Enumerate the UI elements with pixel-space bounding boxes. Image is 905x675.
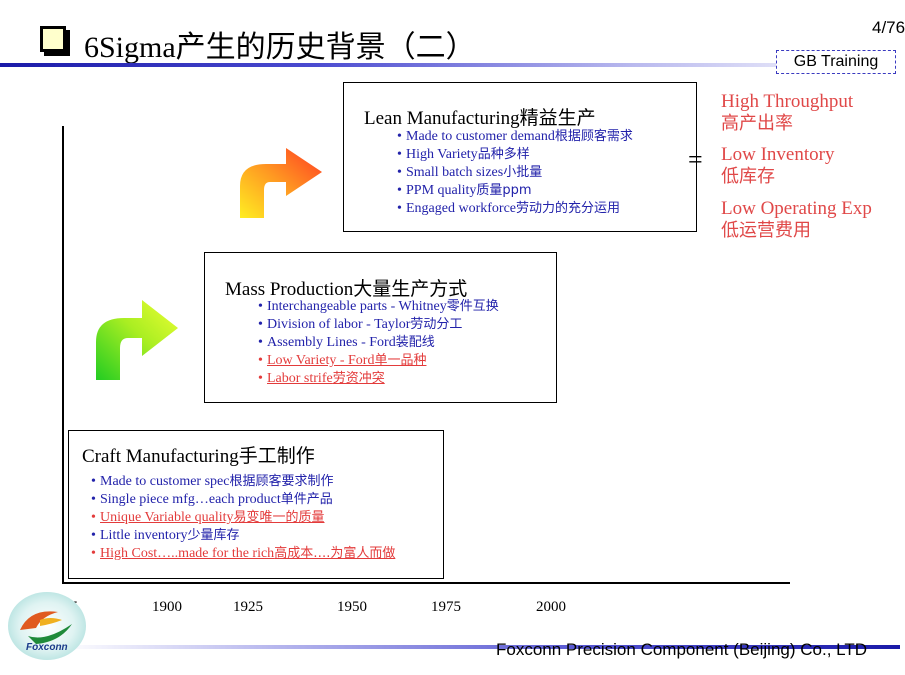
company-name: Foxconn Precision Component (Beijing) Co… xyxy=(496,640,868,659)
timeline-y-axis xyxy=(62,126,64,584)
year-label-2000: 2000 xyxy=(536,599,566,615)
curved-arrow-icon xyxy=(96,300,178,380)
timeline-x-axis xyxy=(62,582,790,584)
curved-arrow-icon xyxy=(240,148,322,218)
training-badge: GB Training xyxy=(776,50,896,74)
footer-divider xyxy=(60,645,900,649)
year-label-1900: 1900 xyxy=(152,599,182,615)
lean-title: Lean Manufacturing精益生产 xyxy=(364,108,596,129)
craft-title: Craft Manufacturing手工制作 xyxy=(82,446,315,467)
craft-items: •Made to customer spec根据顾客要求制作 •Single p… xyxy=(91,473,395,563)
list-item: •High Variety品种多样 xyxy=(397,147,530,162)
mass-production-box: Mass Production大量生产方式 •Interchangeable p… xyxy=(204,252,557,403)
header-divider xyxy=(0,63,900,67)
lean-manufacturing-box: Lean Manufacturing精益生产 •Made to customer… xyxy=(343,82,697,232)
list-item: •PPM quality质量ppm xyxy=(397,183,532,198)
list-item: •Made to customer demand根据顾客需求 xyxy=(397,129,633,144)
page-number: 4/76 xyxy=(872,18,905,37)
year-label-1950: 1950 xyxy=(337,599,367,615)
mass-items: •Interchangeable parts - Whitney零件互换 •Di… xyxy=(258,298,499,388)
year-label-1975: 1975 xyxy=(431,599,461,615)
list-item: •Single piece mfg…each product单件产品 xyxy=(91,492,333,507)
list-item: •Unique Variable quality易变唯一的质量 xyxy=(91,510,325,525)
list-item: •Made to customer spec根据顾客要求制作 xyxy=(91,474,334,489)
foxconn-logo-icon: Foxconn xyxy=(8,592,86,660)
mass-title: Mass Production大量生产方式 xyxy=(225,279,468,300)
logo-wordmark: Foxconn xyxy=(26,642,68,653)
title-bullet-square xyxy=(40,26,66,52)
list-item: •Division of labor - Taylor劳动分工 xyxy=(258,317,463,332)
list-item: •Assembly Lines - Ford装配线 xyxy=(258,335,435,350)
lean-items: •Made to customer demand根据顾客需求 •High Var… xyxy=(397,128,633,218)
page-title: 6Sigma产生的历史背景（二） xyxy=(84,31,476,64)
list-item: •Little inventory少量库存 xyxy=(91,528,240,543)
list-item: •Engaged workforce劳动力的充分运用 xyxy=(397,201,621,216)
list-item: •Interchangeable parts - Whitney零件互换 xyxy=(258,299,499,314)
list-item: •Labor strife劳资冲突 xyxy=(258,371,385,386)
list-item: •Small batch sizes小批量 xyxy=(397,165,543,180)
list-item: •Low Variety - Ford单一品种 xyxy=(258,353,427,368)
craft-manufacturing-box: Craft Manufacturing手工制作 •Made to custome… xyxy=(68,430,444,579)
equals-sign: = xyxy=(688,145,703,174)
list-item: •High Cost…..made for the rich高成本….为富人而做 xyxy=(91,546,396,561)
year-label-1925: 1925 xyxy=(233,599,263,615)
